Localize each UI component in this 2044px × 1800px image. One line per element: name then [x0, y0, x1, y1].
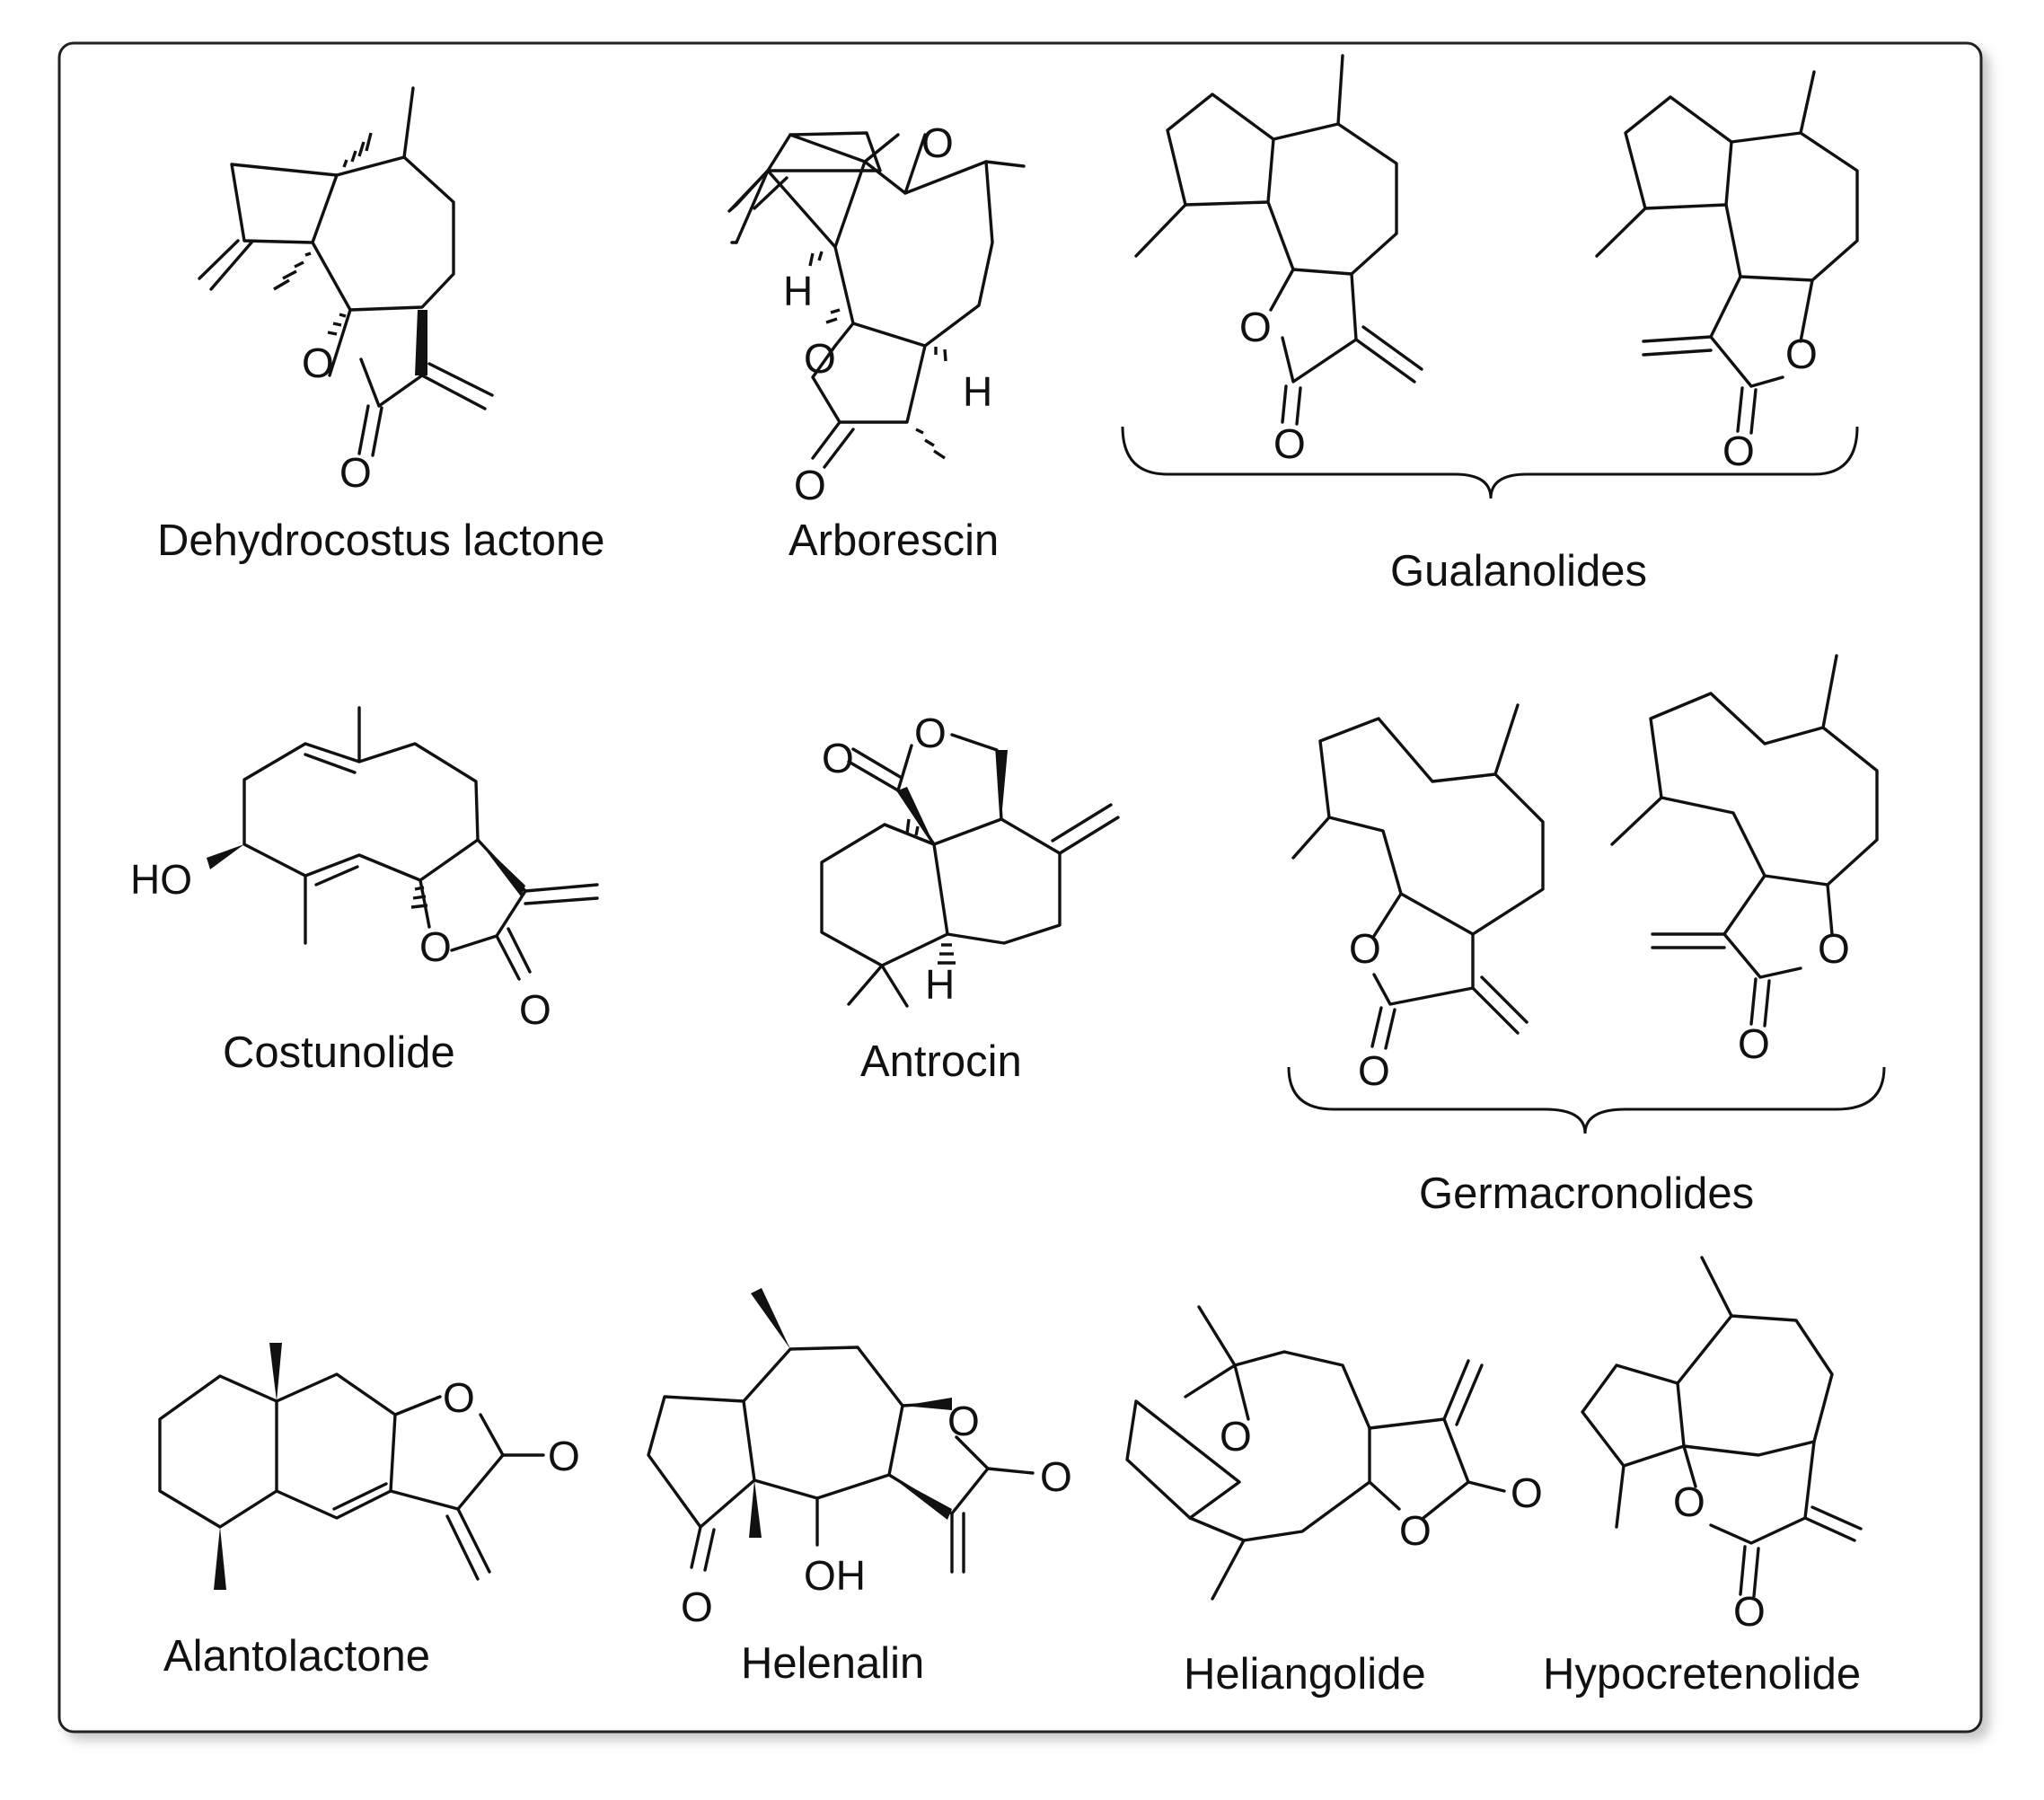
- structure-helenalin: O OH O O: [647, 1288, 1072, 1630]
- wedge-bond: [269, 1343, 282, 1401]
- atom-label-h: H: [963, 368, 992, 415]
- atom-label-o: O: [1220, 1413, 1252, 1460]
- atom-label-o: O: [302, 340, 334, 386]
- structure-costunolide: HO O O: [130, 706, 599, 1033]
- structure-alantolactone: O O: [158, 1343, 580, 1590]
- label-antrocin: Antrocin: [860, 1037, 1022, 1086]
- atom-label-o: O: [419, 923, 452, 970]
- atom-label-o: O: [1239, 304, 1272, 350]
- atom-label-o: O: [1349, 925, 1381, 972]
- atom-label-o: O: [1273, 420, 1306, 467]
- hash-bond: [410, 886, 428, 909]
- label-hypocretenolide: Hypocretenolide: [1543, 1650, 1861, 1699]
- figure-frame: [57, 41, 1983, 1734]
- label-heliangolide: Heliangolide: [1184, 1650, 1426, 1699]
- wedge-bond: [749, 1480, 762, 1538]
- atom-label-oh: OH: [804, 1552, 866, 1599]
- atom-label-o: O: [1040, 1453, 1072, 1500]
- hash-bond: [808, 251, 947, 460]
- atom-label-o: O: [1722, 428, 1755, 474]
- structure-gualanolide-1: O O: [1134, 54, 1423, 467]
- structure-arborescin: O H O H O: [727, 119, 1026, 508]
- atom-label-o: O: [339, 449, 372, 496]
- label-helenalin: Helenalin: [741, 1639, 924, 1688]
- atom-label-o: O: [1673, 1478, 1705, 1525]
- atom-label-h: H: [925, 961, 955, 1008]
- atom-label-o: O: [1738, 1020, 1770, 1067]
- label-arborescin: Arborescin: [789, 516, 999, 565]
- atom-label-o: O: [822, 735, 854, 781]
- wedge-bond: [903, 1398, 952, 1410]
- atom-label-o: O: [548, 1433, 580, 1479]
- structure-dehydrocostus-lactone: O O: [198, 86, 494, 496]
- atom-label-o: O: [1511, 1469, 1543, 1516]
- atom-label-o: O: [1818, 925, 1850, 972]
- structure-germacronolide-1: O O: [1291, 703, 1545, 1094]
- structure-gualanolide-2: O O: [1595, 70, 1859, 474]
- wedge-bond: [214, 1527, 226, 1590]
- label-alantolactone: Alantolactone: [163, 1632, 430, 1681]
- gualanolides-brace: [1121, 426, 1859, 499]
- atom-label-o: O: [1785, 331, 1818, 377]
- wedge-bond: [478, 840, 525, 896]
- wedge-bond: [898, 787, 934, 844]
- atom-label-o: O: [1733, 1588, 1766, 1635]
- wedge-bond: [889, 1475, 952, 1520]
- label-gualanolides: Gualanolides: [1390, 547, 1647, 596]
- label-dehydrocostus-lactone: Dehydrocostus lactone: [157, 516, 604, 565]
- germacronolides-brace: [1287, 1066, 1886, 1134]
- atom-label-o: O: [921, 119, 954, 166]
- structure-heliangolide: O O O: [1125, 1305, 1543, 1601]
- wedge-bond: [415, 310, 427, 375]
- label-costunolide: Costunolide: [223, 1028, 455, 1077]
- atom-label-o: O: [1358, 1047, 1390, 1094]
- hash-bond: [273, 132, 373, 336]
- atom-label-o: O: [804, 335, 836, 382]
- structure-antrocin: O O H: [820, 710, 1120, 1008]
- wedge-bond: [997, 750, 1008, 819]
- wedge-bond: [751, 1288, 790, 1349]
- atom-label-o: O: [681, 1584, 713, 1630]
- label-germacronolides: Germacronolides: [1419, 1169, 1754, 1218]
- atom-label-o: O: [794, 462, 826, 508]
- wedge-bond: [207, 844, 244, 869]
- structure-germacronolide-2: O O: [1610, 654, 1879, 1067]
- hash-bond: [905, 818, 956, 965]
- atom-label-o: O: [1399, 1507, 1432, 1554]
- structure-hypocretenolide: O O: [1581, 1256, 1863, 1635]
- atom-label-o: O: [914, 710, 947, 756]
- atom-label-ho: HO: [130, 856, 192, 903]
- atom-label-o: O: [947, 1398, 980, 1444]
- atom-label-o: O: [443, 1374, 475, 1421]
- atom-label-o: O: [519, 986, 551, 1033]
- atom-label-h: H: [783, 268, 813, 314]
